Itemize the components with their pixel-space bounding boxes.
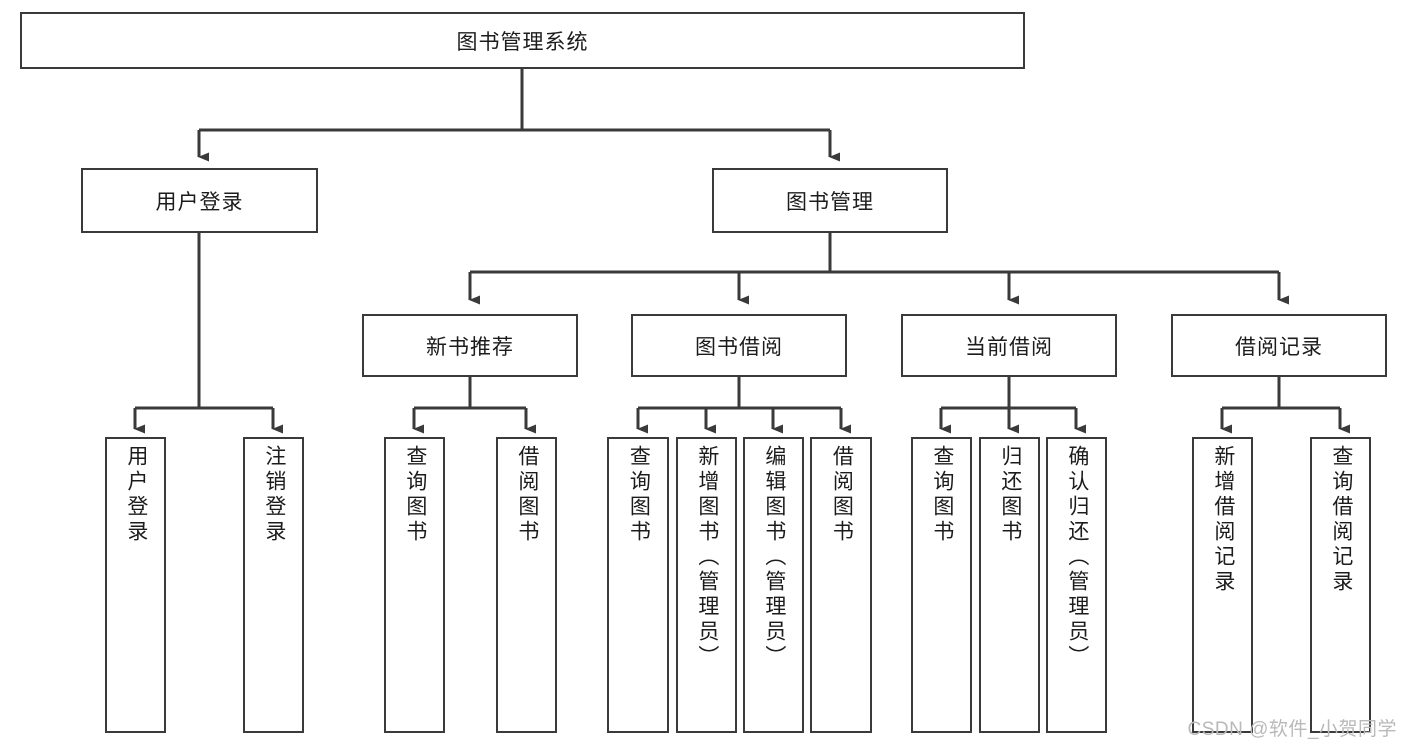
- node-label: 确认归还（管理员）: [1065, 445, 1089, 670]
- node-label: 用户登录: [155, 190, 244, 214]
- node-label: 查询图书: [403, 445, 427, 545]
- leaf-borrow-record-1[interactable]: 查询借阅记录: [1310, 437, 1371, 733]
- node-label: 借阅图书: [515, 445, 539, 545]
- node-label: 查询图书: [627, 445, 651, 545]
- leaf-new-book-recommend-1[interactable]: 借阅图书: [496, 437, 557, 733]
- node-label: 图书管理系统: [456, 30, 589, 54]
- node-label: 借阅图书: [830, 445, 854, 545]
- node-label: 用户登录: [124, 445, 148, 545]
- node-label: 图书借阅: [695, 335, 783, 359]
- node-label: 归还图书: [998, 445, 1022, 545]
- node-label: 查询图书: [930, 445, 954, 545]
- node-label: 查询借阅记录: [1329, 445, 1353, 595]
- node-label: 当前借阅: [965, 335, 1053, 359]
- leaf-new-book-recommend-0[interactable]: 查询图书: [384, 437, 445, 733]
- leaf-book-borrow-0[interactable]: 查询图书: [607, 437, 669, 733]
- node-label: 新增图书（管理员）: [695, 445, 719, 670]
- node-book-borrow[interactable]: 图书借阅: [631, 314, 847, 377]
- leaf-user-login-0[interactable]: 用户登录: [105, 437, 166, 733]
- leaf-current-borrow-1[interactable]: 归还图书: [979, 437, 1040, 733]
- node-label: 借阅记录: [1235, 335, 1323, 359]
- node-label: 注销登录: [262, 445, 286, 545]
- leaf-book-borrow-1[interactable]: 新增图书（管理员）: [676, 437, 737, 733]
- leaf-current-borrow-0[interactable]: 查询图书: [911, 437, 972, 733]
- node-label: 新书推荐: [426, 335, 514, 359]
- node-user-login[interactable]: 用户登录: [81, 168, 318, 233]
- node-new-book-recommend[interactable]: 新书推荐: [362, 314, 578, 377]
- leaf-borrow-record-0[interactable]: 新增借阅记录: [1192, 437, 1253, 733]
- node-label: 编辑图书（管理员）: [762, 445, 786, 670]
- leaf-book-borrow-3[interactable]: 借阅图书: [810, 437, 872, 733]
- node-current-borrow[interactable]: 当前借阅: [901, 314, 1117, 377]
- node-label: 新增借阅记录: [1211, 445, 1235, 595]
- node-book-management[interactable]: 图书管理: [712, 168, 948, 233]
- leaf-current-borrow-2[interactable]: 确认归还（管理员）: [1046, 437, 1107, 733]
- node-label: 图书管理: [786, 190, 874, 214]
- node-borrow-record[interactable]: 借阅记录: [1171, 314, 1387, 377]
- leaf-book-borrow-2[interactable]: 编辑图书（管理员）: [743, 437, 804, 733]
- watermark-text: CSDN @软件_小贺同学: [1187, 719, 1397, 740]
- node-root[interactable]: 图书管理系统: [20, 12, 1025, 69]
- leaf-user-login-1[interactable]: 注销登录: [243, 437, 304, 733]
